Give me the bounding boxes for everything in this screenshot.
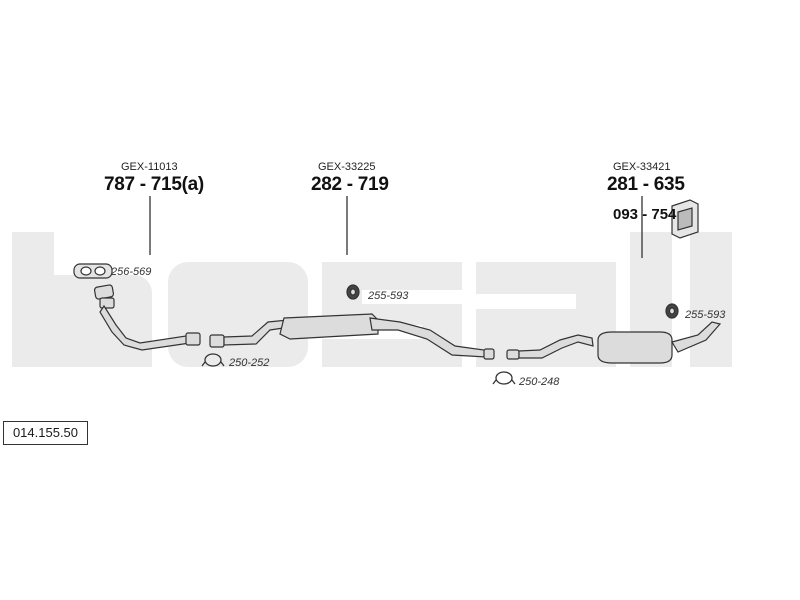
component-part-number-1[interactable]: 787 - 715(a) [104, 174, 204, 195]
component-part-number-2[interactable]: 282 - 719 [311, 174, 389, 195]
front-pipe-part [93, 284, 201, 351]
component-gex-1: GEX-11013 [121, 161, 178, 173]
rubber-mount-icon [346, 284, 360, 300]
accessory-label-4[interactable]: 250-248 [519, 376, 560, 388]
component-extra-part-number[interactable]: 093 - 754 [613, 206, 677, 223]
reference-number-box: 014.155.50 [3, 421, 88, 445]
accessory-label-3[interactable]: 250-252 [229, 357, 270, 369]
component-gex-2: GEX-33225 [318, 161, 376, 173]
accessory-label-2[interactable]: 255-593 [368, 290, 409, 302]
heat-shield-icon [671, 199, 699, 239]
rear-silencer-part [506, 321, 722, 364]
center-silencer-part [209, 313, 495, 360]
clamp-icon [492, 371, 516, 385]
component-part-number-3[interactable]: 281 - 635 [607, 174, 685, 195]
accessory-label-5[interactable]: 255-593 [685, 309, 726, 321]
component-gex-3: GEX-33421 [613, 161, 671, 173]
rubber-mount-icon [665, 303, 679, 319]
accessory-label-1[interactable]: 256-569 [111, 266, 152, 278]
gasket-icon [73, 263, 113, 279]
clamp-icon [201, 353, 225, 367]
leader-lines [149, 196, 643, 258]
